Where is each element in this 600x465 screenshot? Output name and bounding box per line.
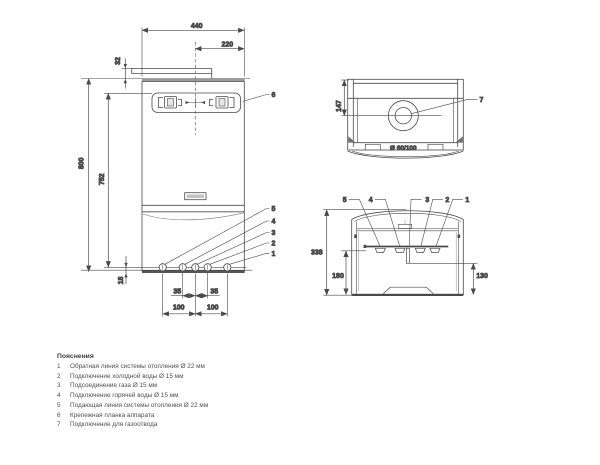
boiler-body: [141, 81, 245, 272]
dim-width: [141, 27, 245, 77]
left-foot: [348, 136, 356, 143]
front-callout-lines: [164, 94, 270, 265]
dim-label-130: 130: [476, 273, 488, 280]
callout-7: 7: [480, 97, 484, 104]
dim-label-800: 800: [79, 157, 86, 169]
legend-item-2: 2 Подключение холодной воды Ø 15 мм: [57, 372, 208, 382]
dim-label-220: 220: [221, 41, 233, 48]
gas-pipe: [406, 247, 410, 264]
legend-item-text: Подключение горячей воды Ø 15 мм: [70, 392, 179, 400]
legend-item-number: 6: [57, 411, 61, 419]
legend-item-number: 1: [57, 363, 61, 370]
legend-item-text: Крепежная планка аппарата: [70, 411, 155, 419]
legend-item-3: 3 Подсоединение газа Ø 15 мм: [57, 381, 208, 391]
legend-item-number: 7: [57, 421, 61, 429]
bottom-bow-inner: [354, 213, 461, 222]
boiler-bottom-edge: [142, 270, 245, 273]
dim-label-18: 18: [118, 277, 125, 285]
callout-5-bottom: 5: [343, 197, 347, 204]
front-view: 32 440 220 800 752: [78, 23, 276, 317]
front-bow-inner: [351, 150, 460, 157]
callout-2-bottom: 2: [445, 197, 449, 204]
legend-item-number: 3: [57, 382, 61, 390]
legend-item-number: 4: [57, 392, 61, 400]
callout-3-bottom: 3: [425, 197, 429, 204]
callout-4-bottom: 4: [369, 197, 373, 204]
dim-label-147: 147: [336, 100, 343, 112]
dim-label-100-right: 100: [207, 304, 219, 311]
dim-pipe-spacing: [162, 271, 228, 317]
legend-item-text: Подключение холодной воды Ø 15 мм: [70, 372, 184, 380]
dim-bracket-offset: [123, 58, 127, 89]
legend-item-text: Подключение для газоотвода: [70, 421, 158, 429]
callout-3-front: 3: [272, 230, 276, 237]
dim-label-338: 338: [311, 249, 323, 256]
dim-label-440: 440: [191, 23, 203, 30]
dim-label-100-left: 100: [173, 304, 185, 311]
legend-item-number: 2: [57, 372, 61, 380]
wall-bracket-bar: [121, 68, 213, 79]
right-foot: [455, 136, 463, 143]
legend-item-text: Обратная линия системы отопления Ø 22 мм: [70, 363, 205, 370]
callout-2-front: 2: [272, 241, 276, 248]
dim-label-35-right: 35: [210, 288, 218, 295]
bottom-callout-lines: [348, 199, 463, 246]
brand-logo: [184, 192, 207, 201]
bottom-bump: [383, 286, 434, 295]
legend-item-5: 5 Подающая линия системы отопления Ø 22 …: [57, 401, 208, 411]
mounting-bracket: [151, 92, 241, 113]
bottom-view: 338 180 130 5 4 3 2 1: [311, 196, 488, 296]
bottom-bow-outer: [351, 210, 464, 220]
dim-bottom-offset: [124, 256, 128, 284]
dim-label-32: 32: [115, 57, 122, 65]
panel-seam: [142, 204, 245, 221]
callout-6: 6: [272, 92, 276, 99]
legend-item-text: Подающая линия системы отопления Ø 22 мм: [70, 401, 209, 409]
boiler-top-edge: [142, 78, 245, 82]
connection-pipes: [158, 263, 232, 272]
legend-item-7: 7 Подключение для газоотвода: [57, 420, 208, 430]
callout-5-front: 5: [272, 206, 276, 213]
dim-label-180: 180: [332, 273, 344, 280]
callout-1-front: 1: [272, 251, 276, 258]
legend-item-1: 1 Обратная линия системы отопления Ø 22 …: [57, 362, 208, 372]
dim-label-35-left: 35: [173, 288, 181, 295]
flue-outer-circle: [387, 100, 419, 132]
legend-title: Пояснения: [57, 353, 94, 360]
flue-size-label: Ø 60/100: [390, 145, 417, 152]
callout-7-line: [411, 99, 478, 114]
bottom-view-bottom-edge: [351, 293, 464, 296]
legend-item-4: 4 Подключение горячей воды Ø 15 мм: [57, 391, 208, 401]
dim-label-752: 752: [99, 173, 106, 185]
legend-item-number: 5: [57, 401, 61, 409]
top-view: 147 Ø 60/100 7: [336, 78, 484, 159]
top-view-outline: [347, 78, 464, 151]
front-bow-outer: [347, 150, 464, 159]
legend-item-6: 6 Крепежная планка аппарата: [57, 411, 208, 421]
connection-stubs: [374, 247, 441, 264]
callout-4-front: 4: [272, 219, 276, 226]
callout-1-bottom: 1: [465, 197, 469, 204]
flue-inner-circle: [394, 107, 412, 125]
legend-item-text: Подсоединение газа Ø 15 мм: [70, 382, 158, 390]
legend: Пояснения 1 Обратная линия системы отопл…: [57, 352, 208, 430]
